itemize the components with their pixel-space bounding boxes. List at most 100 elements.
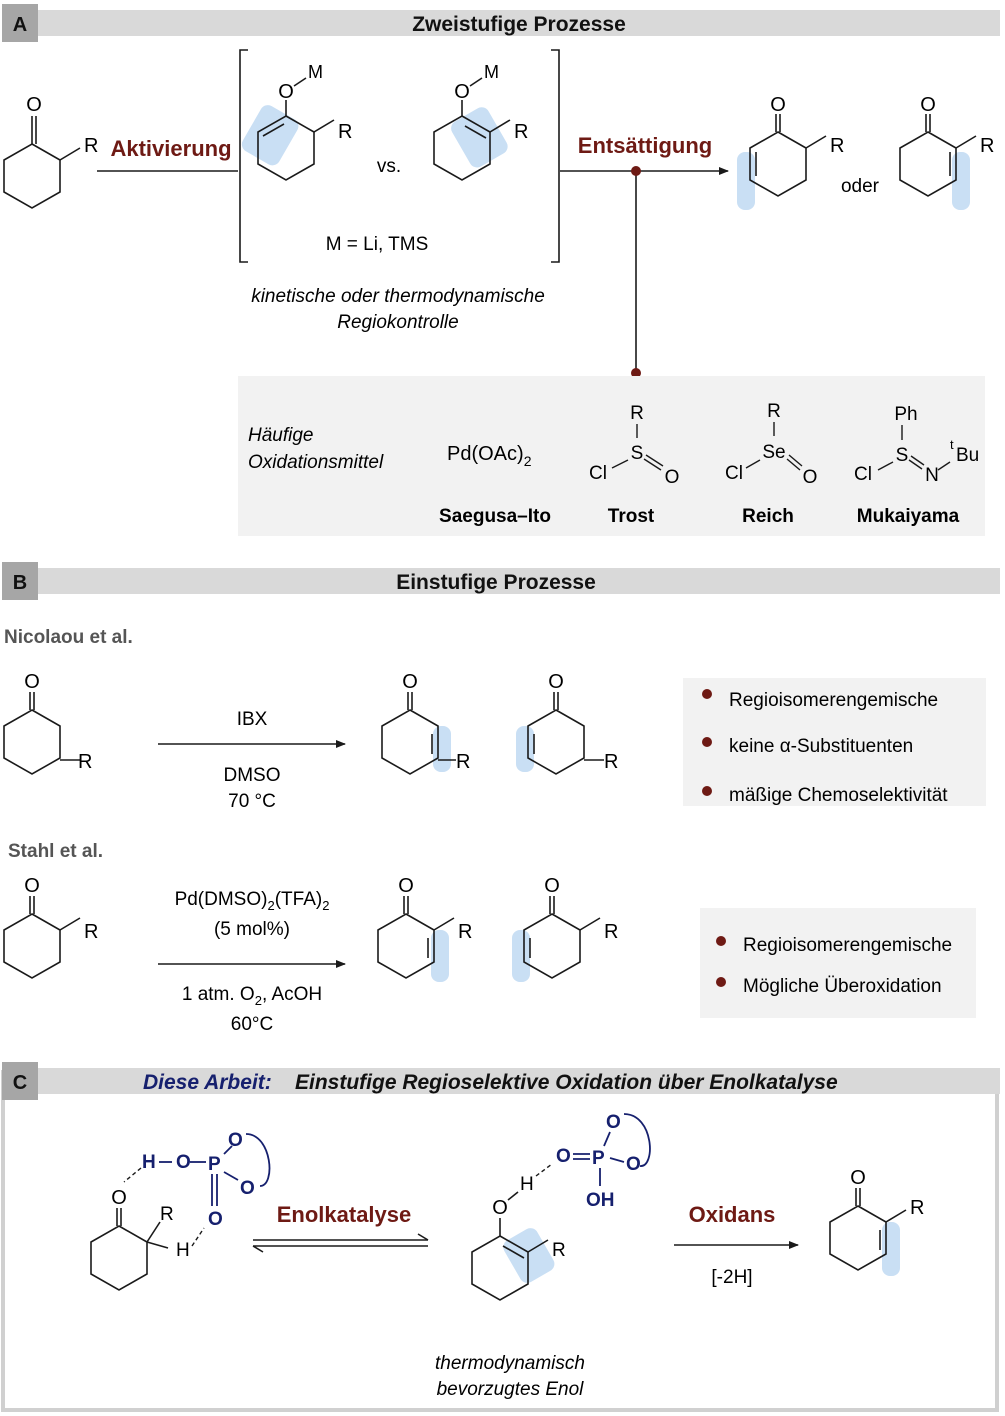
svg-text:O: O: [111, 1187, 127, 1209]
reagent-name-reich: Reich: [742, 506, 794, 527]
svg-text:O: O: [278, 81, 294, 103]
section-c: C Diese Arbeit: Einstufige Regioselektiv…: [1, 1062, 1000, 1412]
a-oder: oder: [841, 176, 880, 197]
svg-text:O: O: [24, 671, 40, 693]
a-kinetic-enolate: O M R: [241, 62, 352, 181]
svg-text:H: H: [520, 1174, 534, 1195]
b-nic-start: O R: [3, 671, 92, 775]
section-a-label-box: [2, 4, 38, 42]
svg-text:Ph: Ph: [894, 404, 917, 425]
c-equilibrium-arrows: [252, 1233, 429, 1253]
nicolaou-temperature: 70 °C: [228, 791, 276, 812]
reagent-pdoac2: Pd(OAc)2: [447, 443, 532, 469]
svg-text:O: O: [24, 875, 40, 897]
svg-text:R: R: [84, 135, 98, 157]
section-c-title-lead: Diese Arbeit:: [143, 1071, 272, 1094]
a-vs: vs.: [377, 156, 401, 177]
section-c-title-rest: Einstufige Regioselektive Oxidation über…: [295, 1071, 838, 1094]
nicolaou-reagent: IBX: [237, 709, 268, 730]
stahl-conditions: 1 atm. O2, AcOH: [182, 984, 322, 1008]
b-nic-product-2: O R: [516, 671, 618, 775]
section-c-label: C: [13, 1072, 27, 1094]
svg-text:O: O: [228, 1130, 243, 1151]
svg-text:R: R: [456, 751, 470, 773]
nicolaou-author: Nicolaou et al.: [4, 627, 133, 648]
c-enol-acid-complex: O R H O P O O OH: [471, 1112, 651, 1301]
b-stahl-start: O R: [3, 875, 98, 979]
svg-text:O: O: [770, 94, 786, 116]
svg-text:H: H: [142, 1152, 156, 1173]
svg-text:R: R: [830, 135, 844, 157]
svg-text:H: H: [176, 1240, 190, 1261]
b-stahl-product-2: O R: [512, 875, 618, 982]
a-product-thermo: O R: [899, 94, 994, 210]
reagent-name-trost: Trost: [608, 506, 655, 527]
svg-text:R: R: [630, 403, 644, 424]
svg-text:R: R: [84, 921, 98, 943]
a-bracket-right: [551, 49, 560, 263]
a-start-ketone: O R: [3, 94, 98, 209]
svg-text:R: R: [604, 751, 618, 773]
section-b-label: B: [13, 572, 27, 594]
reagent-trost-structure: R S Cl O: [589, 403, 679, 488]
stahl-author: Stahl et al.: [8, 841, 103, 862]
nicolaou-bullet-1: [702, 689, 712, 699]
svg-text:O: O: [544, 875, 560, 897]
svg-text:Bu: Bu: [956, 445, 979, 466]
nicolaou-bullet-2: [702, 737, 712, 747]
section-b-bar: [38, 568, 1000, 594]
svg-text:R: R: [767, 401, 781, 422]
reagent-name-mukaiyama: Mukaiyama: [857, 506, 960, 527]
svg-text:O: O: [850, 1167, 866, 1189]
section-a: A Zweistufige Prozesse O R Aktivierung O…: [2, 4, 1000, 536]
a-oxidant-label-1: Häufige: [248, 425, 314, 446]
svg-text:O: O: [548, 671, 564, 693]
svg-text:R: R: [458, 921, 472, 943]
a-connector-dot-bottom: [631, 368, 641, 378]
svg-text:O: O: [26, 94, 42, 116]
stahl-notes-panel: [700, 908, 976, 1018]
svg-text:P: P: [592, 1148, 605, 1169]
svg-text:t: t: [950, 437, 954, 452]
nicolaou-notes-panel: [683, 678, 986, 806]
b-nic-product-1: O R: [381, 671, 470, 775]
nicolaou-solvent: DMSO: [224, 765, 281, 786]
a-product-kinetic: O R: [737, 94, 844, 210]
a-oxidant-panel: [238, 376, 985, 536]
stahl-bullet-2: [716, 977, 726, 987]
a-thermo-enolate: O M R: [433, 62, 528, 181]
svg-text:O: O: [176, 1152, 191, 1173]
nicolaou-bullet-3: [702, 786, 712, 796]
section-c-bar: [38, 1068, 1000, 1094]
section-b-title: Einstufige Prozesse: [396, 571, 596, 594]
nicolaou-note-2: keine α-Substituenten: [729, 736, 913, 757]
stahl-catalyst: Pd(DMSO)2(TFA)2: [175, 889, 330, 913]
section-b-label-box: [2, 562, 38, 600]
svg-text:OH: OH: [586, 1190, 615, 1211]
svg-text:O: O: [398, 875, 414, 897]
section-a-title: Zweistufige Prozesse: [412, 13, 626, 36]
reagent-mukaiyama-structure: Ph S Cl N t Bu: [854, 404, 979, 486]
svg-text:O: O: [920, 94, 936, 116]
svg-text:O: O: [665, 467, 680, 488]
reagent-name-saegusa: Saegusa–Ito: [439, 506, 551, 527]
svg-text:O: O: [208, 1209, 223, 1230]
c-enol-note-1: thermodynamisch: [435, 1353, 585, 1374]
reagent-reich-structure: R Se Cl O: [725, 401, 817, 488]
c-enolkatalyse-label: Enolkatalyse: [277, 1202, 412, 1227]
svg-text:O: O: [240, 1178, 255, 1199]
svg-text:R: R: [552, 1240, 566, 1261]
svg-text:O: O: [492, 1197, 508, 1219]
nicolaou-note-3: mäßige Chemoselektivität: [729, 785, 948, 806]
svg-text:O: O: [402, 671, 418, 693]
a-regio-note-1: kinetische oder thermodynamische: [251, 286, 545, 307]
a-oxidant-label-2: Oxidationsmittel: [248, 452, 384, 473]
svg-text:Se: Se: [762, 442, 785, 463]
a-connector-dot-top: [631, 166, 641, 176]
svg-text:R: R: [604, 921, 618, 943]
svg-text:R: R: [338, 121, 352, 143]
stahl-note-2: Mögliche Überoxidation: [743, 976, 942, 997]
svg-text:O: O: [606, 1112, 621, 1133]
a-desaturation-label: Entsättigung: [578, 133, 712, 158]
